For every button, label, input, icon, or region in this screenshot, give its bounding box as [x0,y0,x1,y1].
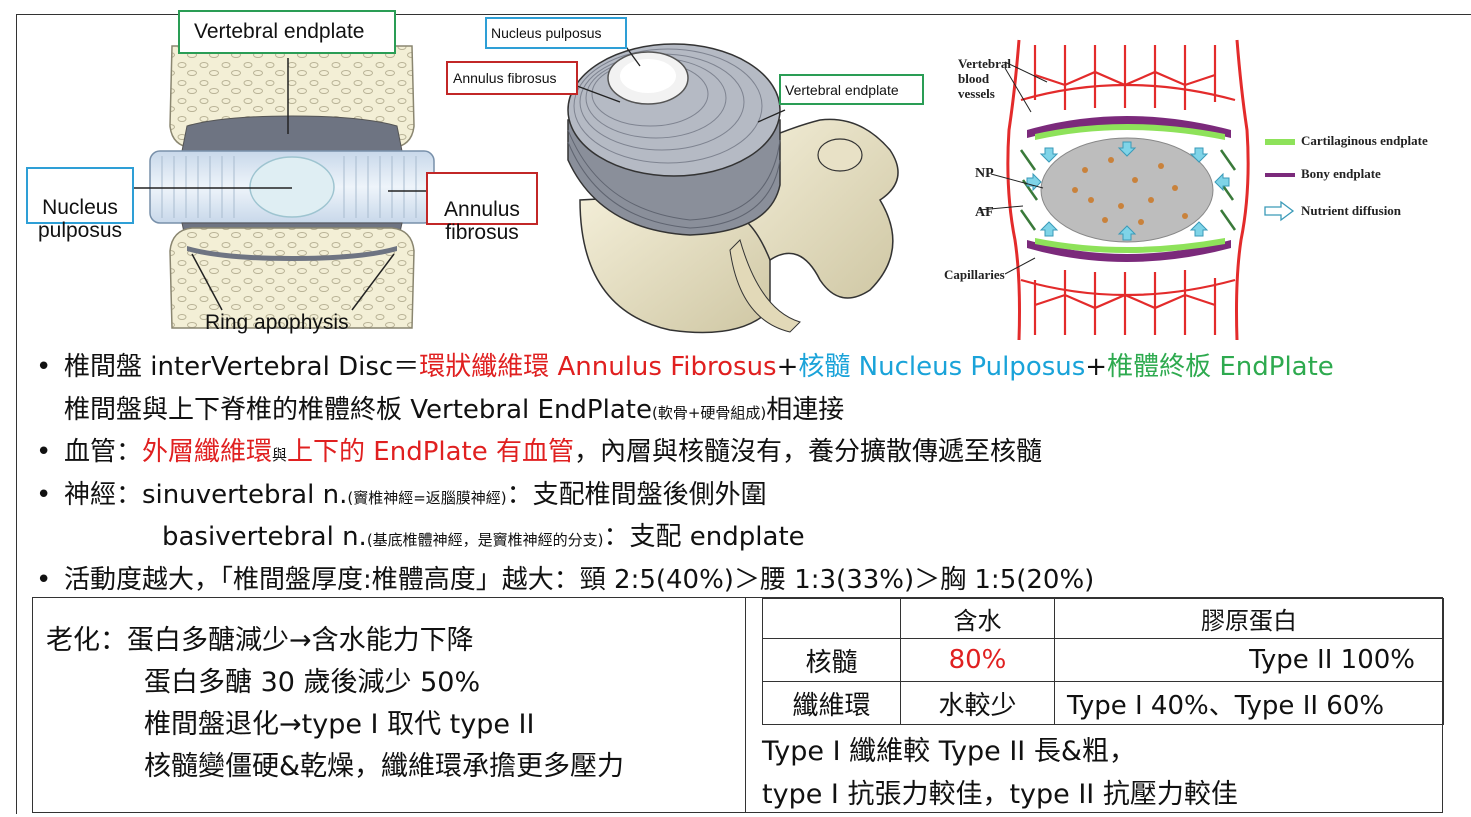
table-cell: 水較少 [900,681,1055,725]
np-label: NP [975,166,994,181]
disc-properties-table: 含水 膠原蛋白 核髓 80% Type II 100% 纖維環 水較少 Type… [762,598,1444,725]
notes-block: •椎間盤 interVertebral Disc＝環狀纖維環 Annulus F… [36,346,1466,601]
bullet: • [36,437,52,467]
table-cell: 核髓 [762,638,901,682]
slide-frame [16,14,1471,814]
nucleus-pulposus-3d-label: Nucleus pulposus [485,17,627,49]
table-header-cell: 膠原蛋白 [1054,598,1444,639]
legend-cartilaginous-endplate: Cartilaginous endplate [1301,133,1428,148]
legend-bony-endplate: Bony endplate [1301,166,1381,181]
legend-nutrient-diffusion: Nutrient diffusion [1301,203,1402,218]
disc-cross-section-figure [22,6,542,344]
bullet: • [36,352,52,382]
table-cell: Type II 100% [1054,638,1444,682]
bullet: • [36,564,52,595]
vertebra-3d-figure [440,10,930,342]
aging-line-1: 老化：蛋白多醣減少→含水能力下降 [46,625,474,656]
table-header-row: 含水 膠原蛋白 [762,598,1444,639]
collagen-type-note: Type I 纖維較 Type II 長&粗， type I 抗張力較佳，typ… [762,730,1238,816]
ring-apophysis-label: Ring apophysis [205,311,349,334]
type-note-line-2: type I 抗張力較佳，type II 抗壓力較佳 [762,779,1238,810]
annulus-fibrosus-3d-label: Annulus fibrosus [446,61,578,95]
capillaries-label: Capillaries [944,267,1005,282]
disc-vascular-diagram [935,30,1471,345]
vertebral-blood-vessels-label: Vertebral blood vessels [958,55,1011,101]
note-line-mobility: •活動度越大，「椎間盤厚度:椎體高度」越大：頸 2:5(40%)＞腰 1:3(3… [36,559,1466,602]
table-header-cell: 含水 [900,598,1055,639]
table-header-cell [762,598,901,639]
table-row: 纖維環 水較少 Type I 40%、Type II 60% [762,681,1444,725]
aging-line-4: 核髓變僵硬&乾燥，纖維環承擔更多壓力 [144,751,625,782]
note-line-endplate-connection: 椎間盤與上下脊椎的椎體終板 Vertebral EndPlate(軟骨+硬骨組成… [64,394,845,425]
annulus-fibrosus-label: Annulus fibrosus [426,172,538,244]
bottom-divider [745,597,746,813]
table-cell: Type I 40%、Type II 60% [1054,681,1444,725]
note-line-basivertebral: basivertebral n.(基底椎體神經，是竇椎神經的分支)：支配 end… [162,522,805,552]
aging-line-2: 蛋白多醣 30 歲後減少 50% [144,667,481,698]
table-cell: 80% [900,638,1055,682]
table-row: 核髓 80% Type II 100% [762,638,1444,682]
bullet: • [36,479,52,510]
aging-notes: 老化：蛋白多醣減少→含水能力下降 蛋白多醣 30 歲後減少 50% 椎間盤退化→… [46,620,624,788]
note-line-nerves: •神經：sinuvertebral n.(竇椎神經=返腦膜神經)：支配椎間盤後側… [36,474,1466,517]
vertebral-endplate-3d-label: Vertebral endplate [779,74,924,105]
nucleus-pulposus-label: Nucleus pulposus [26,167,134,242]
vertebral-endplate-label: Vertebral endplate [178,10,396,54]
type-note-line-1: Type I 纖維較 Type II 長&粗， [762,736,1136,767]
note-line-disc-components: •椎間盤 interVertebral Disc＝環狀纖維環 Annulus F… [36,346,1466,389]
aging-line-3: 椎間盤退化→type I 取代 type II [144,709,535,740]
af-label: AF [975,205,994,220]
table-cell: 纖維環 [762,681,901,725]
note-line-blood-vessels: •血管：外層纖維環與上下的 EndPlate 有血管，內層與核髓沒有，養分擴散傳… [36,431,1466,474]
